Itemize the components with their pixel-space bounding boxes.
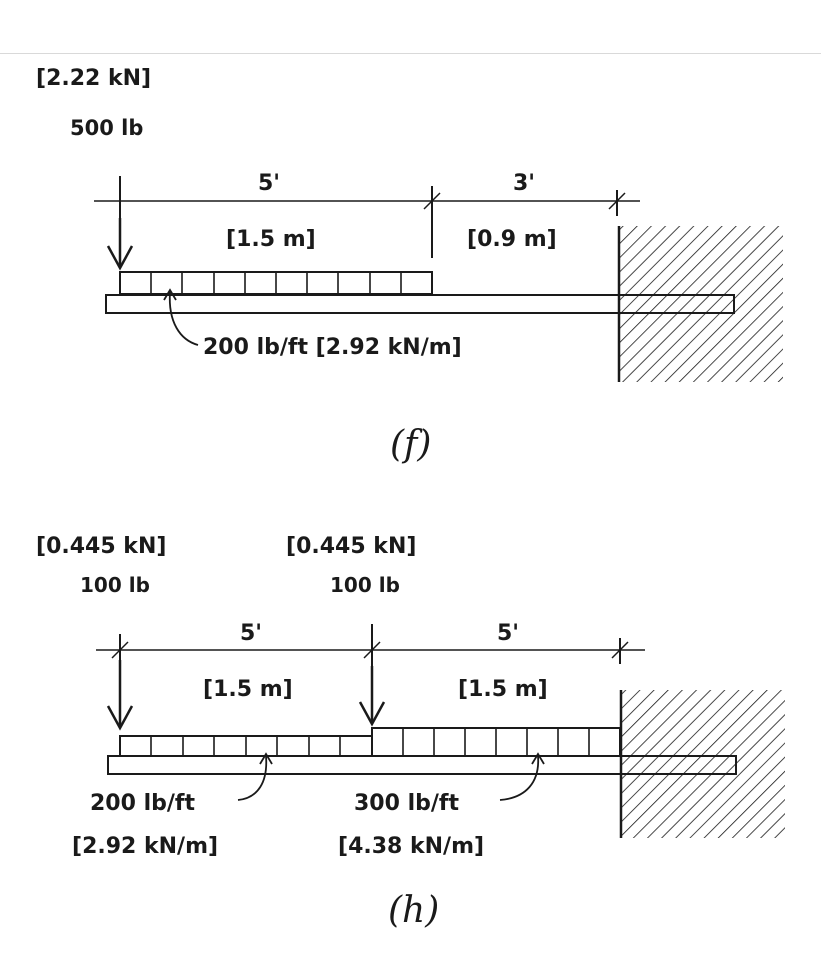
h-load1-si: [0.445 kN] [36, 534, 166, 559]
h-load2-us: 100 lb [330, 573, 400, 597]
h-point-load-arrow-1 [106, 660, 134, 731]
h-span1-us: 5' [240, 621, 262, 646]
f-point-load-si: [2.22 kN] [36, 66, 151, 91]
h-dimension-line [96, 624, 645, 666]
f-span2-si: [0.9 m] [467, 227, 557, 252]
f-point-load-arrow [106, 218, 134, 271]
h-load1-us: 100 lb [80, 573, 150, 597]
f-load-leader [168, 291, 199, 346]
h-load2-leader [499, 755, 539, 801]
f-caption: (f) [390, 424, 431, 465]
figure-f: [2.22 kN] 500 lb 5' [1.5 m] 3' [0.9 m] [36, 66, 783, 465]
h-span2-si: [1.5 m] [458, 677, 548, 702]
h-distributed-load-1-blocks [119, 735, 373, 757]
f-span1-us: 5' [258, 171, 280, 196]
h-dist1-us: 200 lb/ft [90, 791, 195, 816]
h-span1-si: [1.5 m] [203, 677, 293, 702]
h-caption: (h) [388, 890, 439, 931]
f-span2-us: 3' [513, 171, 535, 196]
h-load2-si: [0.445 kN] [286, 534, 416, 559]
h-span2-us: 5' [497, 621, 519, 646]
h-dist2-us: 300 lb/ft [354, 791, 459, 816]
f-distributed-load-blocks [119, 271, 433, 295]
h-load1-leader [237, 755, 268, 801]
top-divider [0, 53, 821, 54]
f-fixed-support-wall [617, 226, 783, 382]
f-dist-load-label: 200 lb/ft [2.92 kN/m] [203, 335, 462, 360]
h-fixed-support-wall [619, 690, 785, 838]
f-dimension-line [94, 176, 640, 258]
h-point-load-arrow-2 [358, 666, 386, 727]
figure-h: [0.445 kN] 100 lb [0.445 kN] 100 lb 5' [… [36, 534, 785, 931]
h-dist2-si: [4.38 kN/m] [338, 834, 484, 859]
f-point-load-us: 500 lb [70, 116, 143, 140]
h-distributed-load-2-blocks [371, 727, 621, 757]
h-dist1-si: [2.92 kN/m] [72, 834, 218, 859]
f-span1-si: [1.5 m] [226, 227, 316, 252]
